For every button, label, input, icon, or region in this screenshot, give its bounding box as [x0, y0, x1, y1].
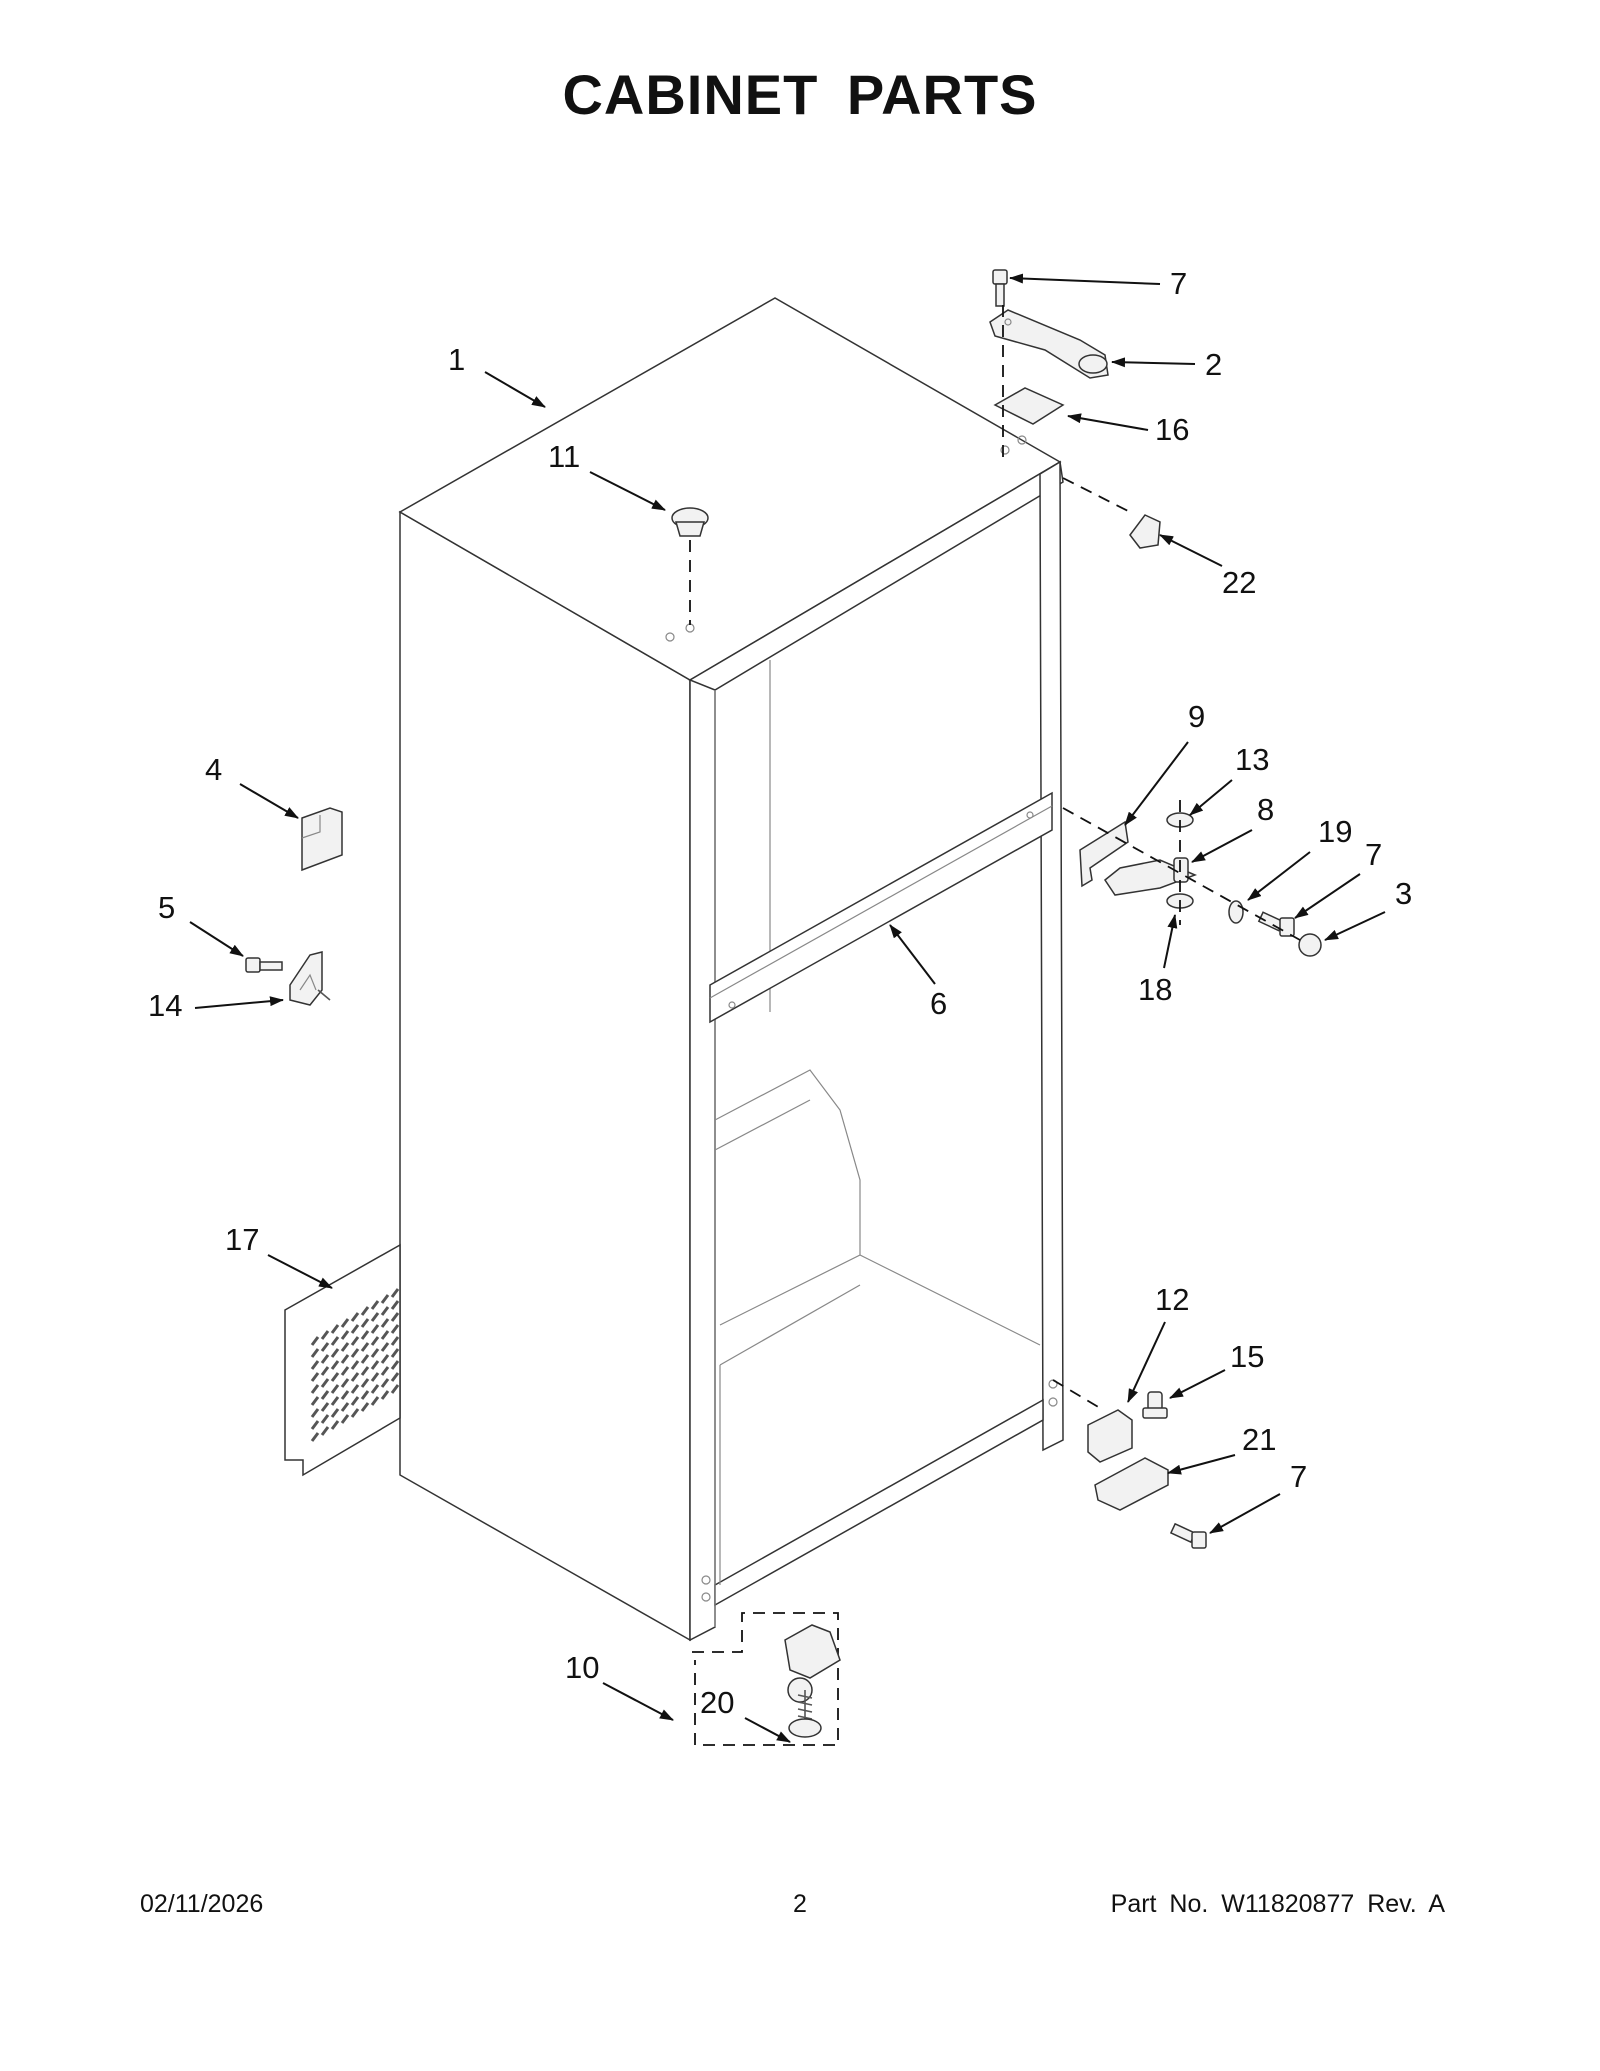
svg-text:10: 10	[565, 1650, 599, 1685]
svg-text:7: 7	[1365, 837, 1382, 872]
access-panel	[284, 1243, 401, 1477]
center-hinge-screw	[1257, 911, 1295, 937]
svg-text:19: 19	[1318, 814, 1352, 849]
callout-11: 11	[548, 439, 666, 511]
svg-text:2: 2	[1205, 347, 1222, 382]
footer-date: 02/11/2026	[140, 1890, 264, 1918]
svg-text:8: 8	[1257, 792, 1274, 827]
top-hinge-screw	[992, 269, 1008, 307]
svg-text:7: 7	[1290, 1459, 1307, 1494]
cabinet-front-right-stile	[1039, 460, 1064, 1452]
callout-22: 22	[1159, 534, 1256, 600]
callout-14: 14	[148, 988, 284, 1023]
callout-9: 9	[1124, 699, 1205, 826]
cabinet-top-rail	[688, 460, 1064, 691]
roller-assembly	[784, 1624, 841, 1703]
svg-text:1: 1	[448, 342, 465, 377]
cabinet-bottom-rail	[714, 1398, 1044, 1607]
callout-2: 2	[1111, 347, 1222, 382]
hinge-cover	[1129, 514, 1161, 549]
svg-text:11: 11	[548, 439, 580, 474]
callout-20: 20	[700, 1685, 791, 1743]
clip-part-14	[289, 951, 323, 1006]
callout-5: 5	[158, 890, 244, 957]
callout-7-bottom: 7	[1209, 1459, 1307, 1534]
svg-text:20: 20	[700, 1685, 734, 1720]
callout-7-top: 7	[1009, 266, 1187, 301]
callout-8: 8	[1191, 792, 1274, 863]
cabinet-left-side	[399, 510, 691, 1642]
lower-hinge-bracket	[1094, 1457, 1169, 1511]
lower-hinge-block	[1087, 1409, 1133, 1463]
bracket-part-4	[301, 807, 343, 872]
svg-text:7: 7	[1170, 266, 1187, 301]
callout-15: 15	[1169, 1339, 1264, 1399]
callout-6: 6	[889, 924, 947, 1021]
svg-text:17: 17	[225, 1222, 259, 1257]
divider-rail	[709, 791, 1053, 1024]
cabinet-body	[398, 297, 1064, 1642]
svg-text:21: 21	[1242, 1422, 1276, 1457]
callout-21: 21	[1167, 1422, 1276, 1475]
leveling-leg	[788, 1690, 822, 1738]
svg-text:6: 6	[930, 986, 947, 1021]
callout-12: 12	[1127, 1282, 1189, 1403]
cabinet-front-left-stile	[689, 665, 716, 1642]
svg-text:13: 13	[1235, 742, 1269, 777]
callout-4: 4	[205, 752, 299, 819]
svg-text:22: 22	[1222, 565, 1256, 600]
svg-text:4: 4	[205, 752, 222, 787]
callout-16: 16	[1067, 412, 1189, 447]
top-hinge-shim	[993, 387, 1065, 425]
callout-18: 18	[1138, 914, 1178, 1007]
callout-3: 3	[1324, 876, 1412, 941]
callout-19: 19	[1247, 814, 1352, 901]
top-hinge	[989, 309, 1109, 379]
page-title: CABINET PARTS	[562, 63, 1038, 126]
footer-page-number: 2	[793, 1890, 807, 1918]
svg-text:3: 3	[1395, 876, 1412, 911]
callout-1: 1	[448, 342, 546, 408]
center-hinge-cap	[1298, 933, 1322, 957]
svg-text:14: 14	[148, 988, 182, 1023]
lower-hinge-pin	[1142, 1391, 1168, 1419]
svg-text:9: 9	[1188, 699, 1205, 734]
callout-7-center: 7	[1294, 837, 1382, 919]
svg-text:15: 15	[1230, 1339, 1264, 1374]
svg-text:18: 18	[1138, 972, 1172, 1007]
lower-hinge-screw	[1169, 1522, 1207, 1549]
svg-text:16: 16	[1155, 412, 1189, 447]
callout-10: 10	[565, 1650, 674, 1721]
center-hinge-spacer	[1228, 900, 1244, 924]
footer-part-number: Part No. W11820877 Rev. A	[1110, 1890, 1445, 1918]
svg-text:5: 5	[158, 890, 175, 925]
svg-text:12: 12	[1155, 1282, 1189, 1317]
clip-screw-part-5	[245, 957, 283, 973]
callout-13: 13	[1189, 742, 1269, 816]
callout-17: 17	[225, 1222, 333, 1289]
plug-button	[671, 507, 709, 537]
